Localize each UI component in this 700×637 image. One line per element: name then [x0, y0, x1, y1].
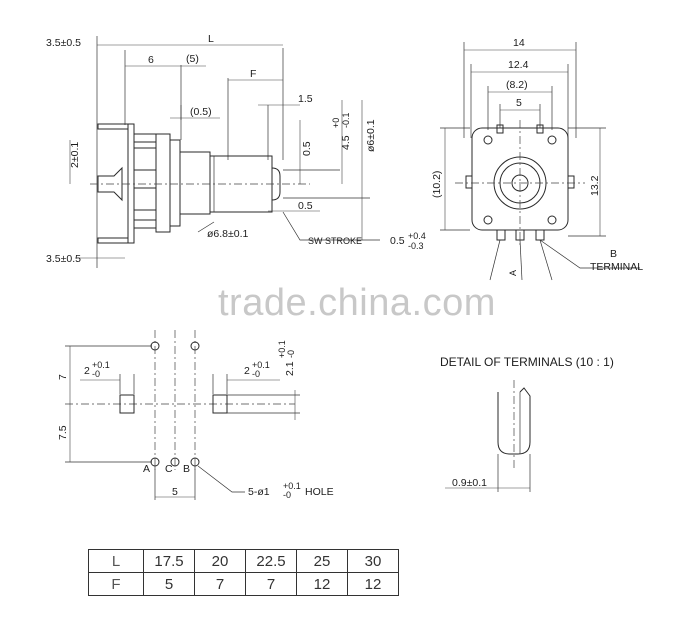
dim-4-5-tol-plus: +0: [331, 118, 341, 128]
stroke-tol-plus: +0.4: [408, 231, 426, 241]
sw-stroke-label: SW STROKE: [308, 236, 362, 246]
dim-7: 7: [57, 374, 69, 380]
dim-L: L: [208, 33, 214, 45]
stroke-value: 0.5: [390, 235, 405, 247]
dim-6: 6: [148, 54, 154, 66]
dim-2-left-tol-minus: -0: [92, 369, 100, 379]
stroke-tol-minus: -0.3: [408, 241, 424, 251]
dim-10-2-ref: (10.2): [431, 171, 443, 198]
table-row-F: F 5 7 7 12 12: [88, 572, 399, 596]
dim-2-1-tol-minus: -0: [286, 350, 296, 358]
dim-2-1-tol-plus: +0.1: [277, 340, 287, 358]
dim-2-1: 2.1: [284, 361, 296, 376]
dim-1-5: 1.5: [298, 93, 313, 105]
table-header-F: F: [88, 572, 144, 596]
terminal-B-letter: B: [610, 248, 617, 260]
dim-2: 2±0.1: [69, 142, 81, 168]
pin-B-label: B: [183, 463, 190, 475]
hole-spec: 5-ø1: [248, 486, 270, 498]
hole-tol-minus: -0: [283, 490, 291, 500]
length-table: L 17.5 20 22.5 25 30 F 5 7 7 12 12: [88, 549, 399, 596]
table-cell: 17.5: [143, 549, 195, 573]
table-cell: 7: [245, 572, 297, 596]
pin-C-label: C: [165, 463, 173, 475]
dim-13-2: 13.2: [589, 175, 601, 196]
table-cell: 30: [347, 549, 399, 573]
side-view: 3.5±0.5 3.5±0.5 L 6 (5) F (0.5) 1.5 0.5 …: [46, 33, 426, 268]
hole-tol-plus: +0.1: [283, 481, 301, 491]
dim-2-right-tol-minus: -0: [252, 369, 260, 379]
table-cell: 25: [296, 549, 348, 573]
terminal-A-letter: A: [508, 270, 518, 276]
watermark: trade.china.com: [218, 282, 496, 324]
dim-5-front: 5: [516, 97, 522, 109]
pin-A-label: A: [143, 463, 150, 475]
dim-14: 14: [513, 37, 525, 49]
dim-0-5-a: 0.5: [301, 141, 313, 156]
front-view: 14 12.4 (8.2) 5 (10.2) 13.2 B TERMINAL A: [431, 37, 643, 281]
terminal-detail: DETAIL OF TERMINALS (10 : 1) 0.9±0.1: [440, 355, 614, 492]
dim-3-5-top: 3.5±0.5: [46, 37, 81, 49]
dim-4-5: 4.5: [340, 135, 352, 150]
table-cell: 12: [347, 572, 399, 596]
dim-2-left: 2: [84, 365, 90, 377]
dim-2-right: 2: [244, 365, 250, 377]
dim-phi-6: ø6±0.1: [365, 119, 377, 152]
terminal-width: 0.9±0.1: [452, 477, 487, 489]
dim-7-5: 7.5: [57, 425, 69, 440]
dim-F: F: [250, 68, 256, 80]
terminal-label: TERMINAL: [590, 261, 643, 273]
dim-2-right-tol-plus: +0.1: [252, 360, 270, 370]
dim-0-5-ref: (0.5): [190, 106, 212, 118]
table-cell: 22.5: [245, 549, 297, 573]
table-cell: 5: [143, 572, 195, 596]
dim-phi-6-8: ø6.8±0.1: [207, 228, 249, 240]
table-row-L: L 17.5 20 22.5 25 30: [88, 549, 399, 573]
dim-0-5-b: 0.5: [298, 200, 313, 212]
dim-5-pcb: 5: [172, 486, 178, 498]
table-cell: 20: [194, 549, 246, 573]
table-header-L: L: [88, 549, 144, 573]
dim-2-left-tol-plus: +0.1: [92, 360, 110, 370]
dim-5-ref: (5): [186, 53, 199, 65]
pcb-layout: 7 7.5 2 +0.1 -0 2 +0.1 -0 2.1 +0.1 -0 A …: [57, 330, 334, 500]
table-cell: 12: [296, 572, 348, 596]
hole-word: HOLE: [305, 486, 334, 498]
dim-3-5-bottom: 3.5±0.5: [46, 253, 81, 265]
dim-12-4: 12.4: [508, 59, 529, 71]
dim-4-5-tol-minus: -0.1: [341, 112, 351, 128]
table-cell: 7: [194, 572, 246, 596]
terminal-detail-title: DETAIL OF TERMINALS (10 : 1): [440, 355, 614, 369]
dim-8-2-ref: (8.2): [506, 79, 528, 91]
